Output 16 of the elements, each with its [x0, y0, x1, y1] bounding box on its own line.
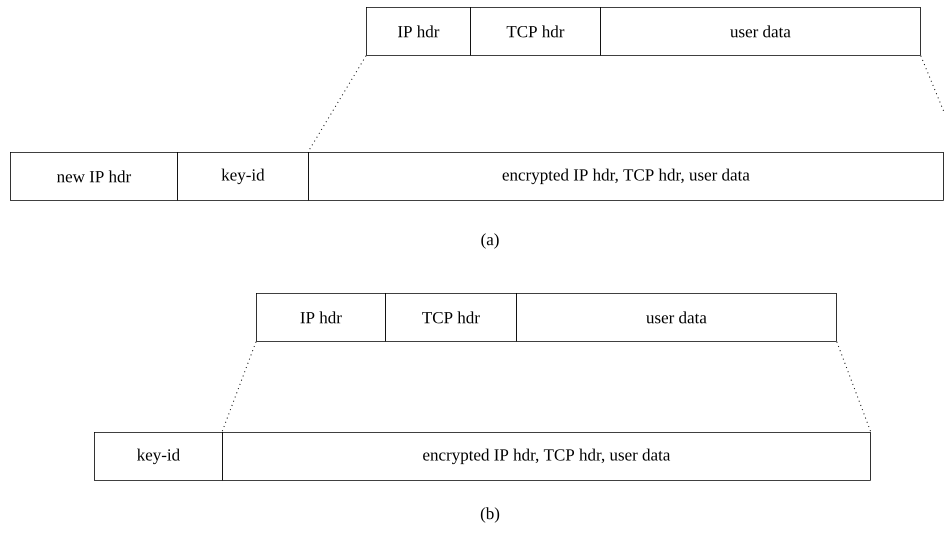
leader-line: [836, 341, 872, 432]
subfigure-label: (b): [480, 507, 500, 523]
packet-field: key-id: [177, 152, 309, 201]
packet-field: user data: [600, 7, 921, 56]
packet-field: key-id: [94, 432, 223, 481]
packet-field: new IP hdr: [10, 152, 178, 201]
leader-line: [222, 341, 256, 432]
packet-field: TCP hdr: [470, 7, 601, 56]
leader-line: [920, 55, 944, 112]
packet-field: user data: [516, 293, 837, 342]
packet-field: IP hdr: [256, 293, 386, 342]
packet-field: IP hdr: [366, 7, 471, 56]
packet-field: encrypted IP hdr, TCP hdr, user data: [222, 432, 871, 481]
packet-field: encrypted IP hdr, TCP hdr, user data: [308, 152, 944, 201]
subfigure-label: (a): [481, 233, 499, 249]
packet-field: TCP hdr: [385, 293, 517, 342]
